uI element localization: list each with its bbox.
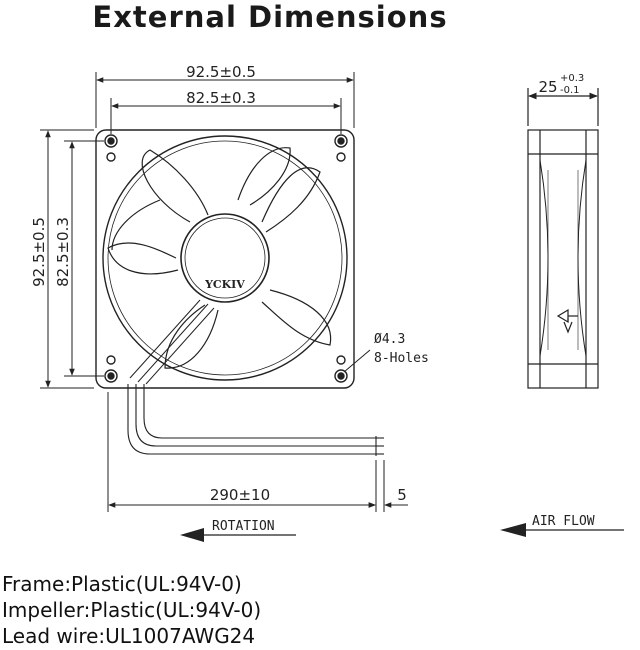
fan-blades	[107, 147, 332, 369]
hole-callout-leader	[343, 349, 371, 373]
lead-wires	[127, 384, 384, 456]
wire-length-label: 290±10	[210, 486, 270, 504]
brand-logo-text: YCKIV	[204, 278, 245, 291]
fan-frame	[95, 129, 355, 389]
mounting-holes	[104, 134, 348, 383]
width-dimensions	[95, 72, 355, 134]
wire-strip-label: 5	[397, 486, 407, 504]
spec-impeller: Impeller:Plastic(UL:94V-0)	[2, 598, 262, 622]
air-flow-arrow	[500, 523, 624, 537]
air-flow-label: AIR FLOW	[532, 514, 595, 529]
hole-count-label: 8-Holes	[374, 351, 429, 366]
thickness-tol-plus: +0.3	[560, 73, 584, 84]
hole-width-label: 82.5±0.3	[186, 89, 256, 107]
spec-frame: Frame:Plastic(UL:94V-0)	[2, 572, 242, 596]
rotation-arrow	[180, 528, 296, 542]
rotation-label: ROTATION	[212, 519, 275, 534]
side-view	[527, 88, 599, 389]
height-dimensions	[40, 129, 104, 389]
spec-lead-wire: Lead wire:UL1007AWG24	[2, 624, 256, 648]
thickness-tol-minus: -0.1	[560, 85, 580, 96]
hole-spec-label: Ø4.3	[374, 332, 405, 347]
fan-dimension-diagram: YCKIV 92.5±0.5 82.5±0.3 92.5±0.5 82.5±0.…	[30, 63, 624, 542]
page-title: External Dimensions	[92, 0, 448, 34]
fan-hub	[180, 213, 270, 303]
front-view	[95, 129, 355, 389]
thickness-label: 25	[538, 78, 557, 96]
wire-length-dimension	[107, 392, 408, 512]
fan-opening	[102, 135, 348, 381]
outer-height-label: 92.5±0.5	[30, 217, 48, 287]
outer-width-label: 92.5±0.5	[186, 63, 256, 81]
hole-height-label: 82.5±0.3	[54, 217, 72, 287]
